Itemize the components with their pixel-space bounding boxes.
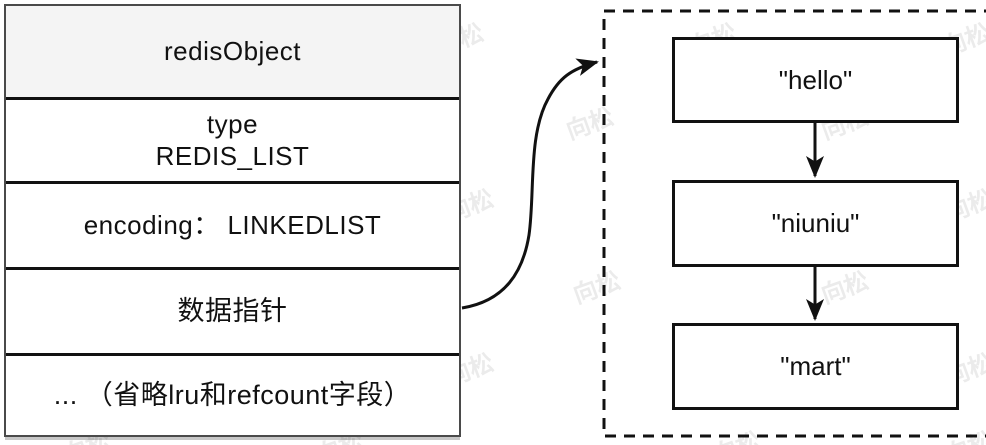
table-row-type: type REDIS_LIST: [6, 97, 459, 181]
list-node-hello: "hello": [672, 37, 959, 123]
data-pointer-arrow: [461, 58, 599, 310]
table-row-data-pointer: 数据指针: [6, 267, 459, 353]
watermark-text: 向松: [939, 421, 986, 445]
list-node-niuniu: "niuniu": [672, 180, 959, 267]
watermark-text: 向松: [569, 267, 625, 310]
watermark-text: 向松: [707, 421, 764, 445]
redis-object-table: redisObject type REDIS_LIST encoding： LI…: [4, 4, 461, 437]
table-row-encoding: encoding： LINKEDLIST: [6, 181, 459, 267]
list-node-mart: "mart": [672, 323, 959, 410]
watermark-text: 向松: [562, 103, 618, 146]
watermark-text: 向松: [817, 267, 873, 310]
table-header-redisobject: redisObject: [6, 6, 459, 97]
table-row-omitted-fields: ... （省略lru和refcount字段）: [6, 353, 459, 435]
